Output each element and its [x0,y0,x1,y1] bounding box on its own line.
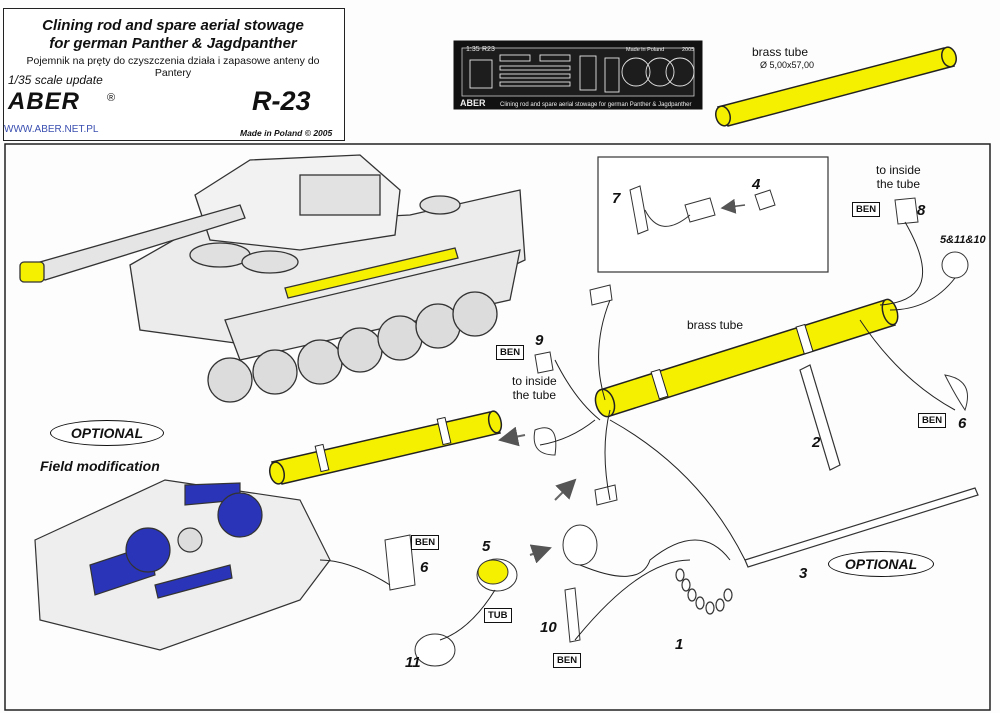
fret-year: 2005 [682,47,694,53]
fret-brand: ABER [460,98,486,108]
tub-tag-5: TUB [484,608,512,623]
to-inside-line-1: to inside [876,163,921,177]
part-5-11-10: 5&11&10 [940,234,986,246]
fret-scale: 1:35 [466,46,480,53]
part-7: 7 [612,190,621,207]
made-in-label: Made in Poland © 2005 [240,128,333,138]
top-tube-label: brass tube [752,45,809,59]
top-tube-dimensions: Ø 5,00x57,00 [760,60,815,70]
fret-code: R23 [482,46,495,53]
to-inside-line-2: the tube [512,388,557,402]
part-3: 3 [799,565,808,582]
part-2: 2 [812,434,821,451]
subtitle: Pojemnik na pręty do czyszczenia działa … [26,55,320,79]
brand-logo: ABER [8,88,81,115]
photo-etch-fret: 1:35 R23 Made in Poland 2005 ABER Clinin… [453,40,703,110]
product-code: R-23 [252,86,311,116]
title-line-1: Clining rod and spare aerial stowage [42,17,304,34]
part-1: 1 [675,636,684,653]
part-4: 4 [752,176,761,193]
part-11: 11 [405,654,421,671]
to-inside-tube-left: to inside the tube [512,374,557,402]
part-3-shape [744,487,979,568]
main-brass-tube [594,298,899,418]
fret-caption: Clining rod and spare aerial stowage for… [500,102,691,108]
header-box [3,8,345,141]
part-9: 9 [535,332,544,349]
part-8: 8 [917,202,926,219]
ben-tag-9: BEN [496,345,525,360]
ben-tag-6-right: BEN [918,413,947,428]
field-modification-label: Field modification [40,458,160,474]
part-6-right: 6 [958,415,967,432]
part-2-shape [799,364,841,471]
main-frame [4,143,991,711]
to-inside-line-2: the tube [876,177,921,191]
fret-made: Made in Poland [626,47,664,53]
brass-tube-label: brass tube [687,318,744,332]
title: Clining rod and spare aerial stowage for… [8,17,338,53]
chain [675,568,733,615]
ben-tag-6-left: BEN [411,535,440,550]
top-brass-tube [715,46,957,127]
to-inside-line-1: to inside [512,374,557,388]
optional-badge-right: OPTIONAL [828,551,934,577]
optional-badge-left: OPTIONAL [50,420,164,446]
to-inside-tube-right: to inside the tube [876,163,921,191]
part-6-left: 6 [420,559,429,576]
ben-tag-8: BEN [852,202,881,217]
ben-tag-10: BEN [553,653,582,668]
title-line-2: for german Panther & Jagdpanther [49,35,297,52]
part-10: 10 [540,619,557,636]
lower-brass-tube [268,410,503,485]
part-5: 5 [482,538,491,555]
website-link[interactable]: WWW.ABER.NET.PL [4,124,99,135]
engine-deck [34,479,331,651]
panther-tank [19,154,526,403]
scale-label: 1/35 scale update [8,73,103,87]
registered-mark: ® [107,92,116,104]
